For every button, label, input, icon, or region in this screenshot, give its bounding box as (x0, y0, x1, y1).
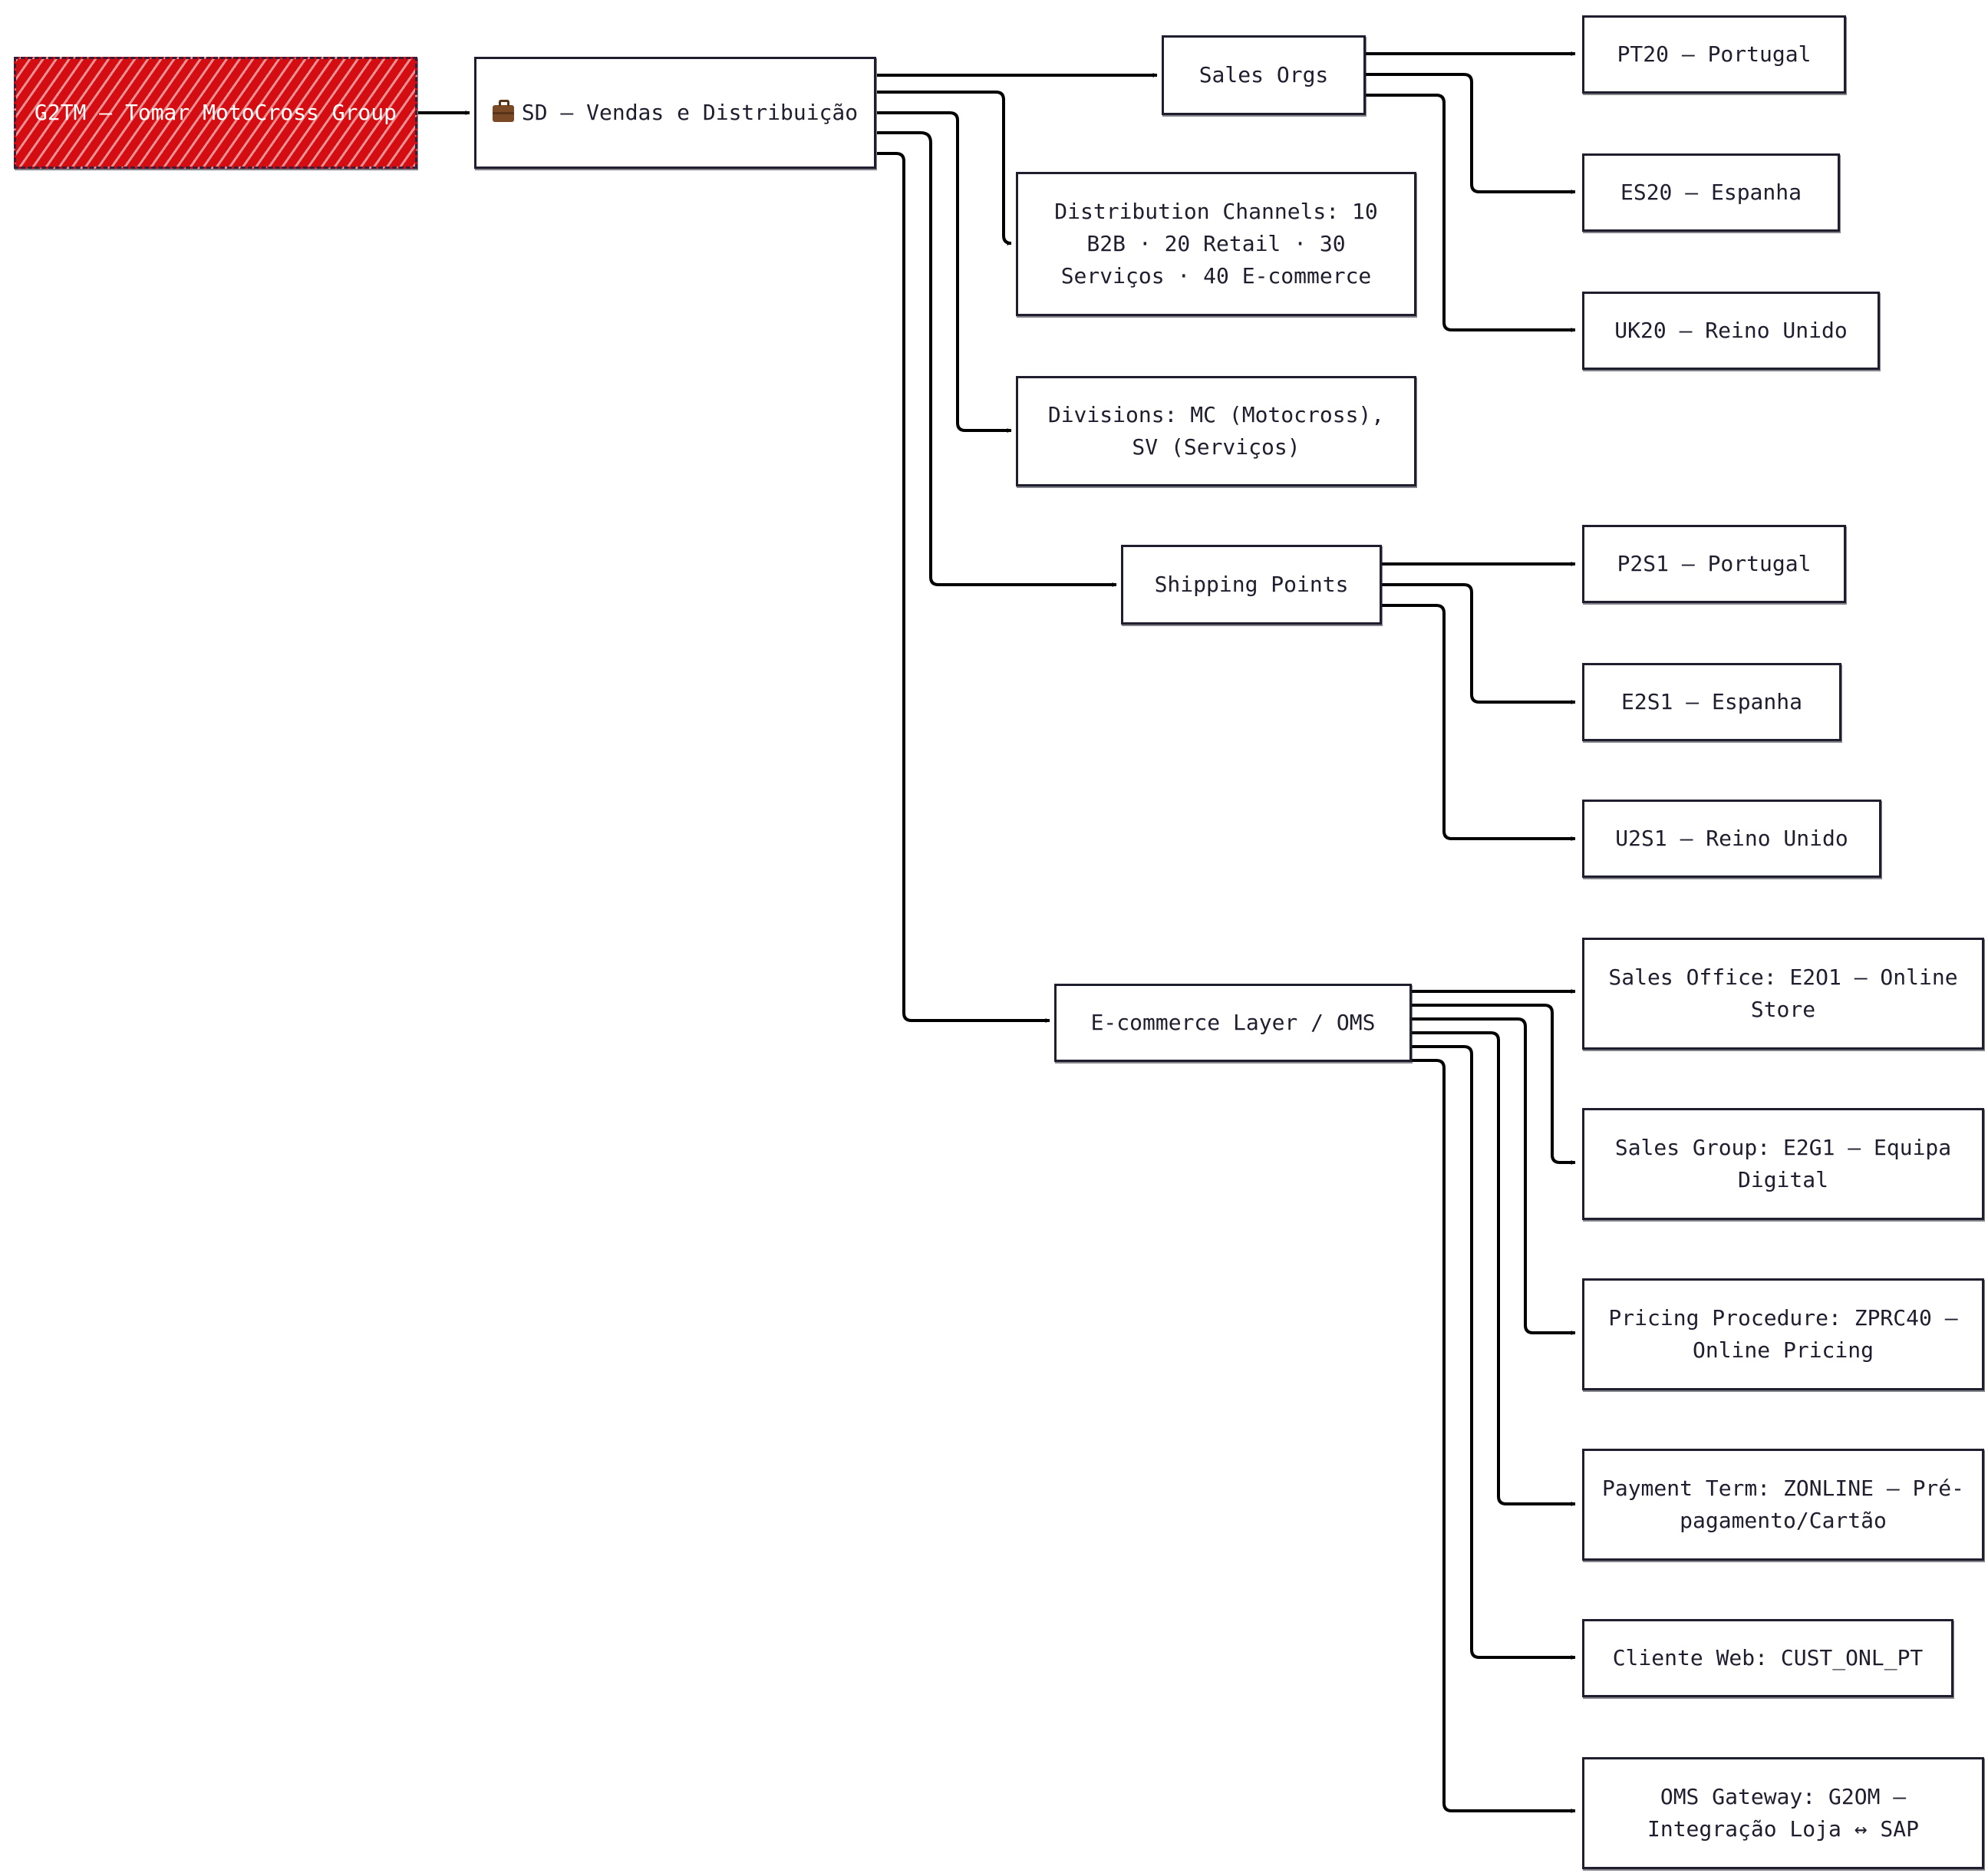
edge-sales-orgs-to-uk20 (1366, 94, 1576, 332)
root-node-label: G2TM – Tomar MotoCross Group (34, 100, 397, 125)
node-sales-org-label: UK20 – Reino Unido (1614, 318, 1848, 343)
edge-ecommerce-to-payment-term (1410, 1031, 1576, 1506)
edge-ecommerce-to-sales-group (1410, 1004, 1576, 1165)
node-sales-org-uk20[interactable]: UK20 – Reino Unido (1582, 292, 1880, 370)
node-ecommerce-item-label: Sales Group: E2G1 – Equipa Digital (1614, 1135, 1952, 1192)
node-shipping-point-label: P2S1 – Portugal (1617, 551, 1812, 576)
edge-ecommerce-to-pricing (1410, 1017, 1576, 1335)
node-sales-orgs[interactable]: Sales Orgs (1162, 35, 1366, 115)
node-sales-org-label: PT20 – Portugal (1617, 41, 1812, 67)
node-shipping-point-label: U2S1 – Reino Unido (1615, 826, 1848, 851)
node-distribution-channels[interactable]: Distribution Channels: 10 B2B · 20 Retai… (1016, 172, 1416, 316)
node-divisions-label: Divisions: MC (Motocross), SV (Serviços) (1047, 402, 1385, 460)
node-ecommerce-item-label: Pricing Procedure: ZPRC40 – Online Prici… (1608, 1305, 1958, 1363)
node-sales-group[interactable]: Sales Group: E2G1 – Equipa Digital (1582, 1108, 1984, 1220)
edges (418, 51, 1576, 1813)
node-shipping-point-u2s1[interactable]: U2S1 – Reino Unido (1582, 800, 1881, 878)
module-node-label: SD – Vendas e Distribuição (492, 97, 858, 129)
edge-sales-orgs-to-es20 (1366, 73, 1576, 194)
node-payment-term[interactable]: Payment Term: ZONLINE – Pré-pagamento/Ca… (1582, 1449, 1984, 1561)
node-sales-org-pt20[interactable]: PT20 – Portugal (1582, 15, 1846, 94)
module-node-sd[interactable]: SD – Vendas e Distribuição (474, 57, 876, 169)
edge-shipping-to-u2s1 (1381, 604, 1576, 841)
edge-ecommerce-to-cliente-web (1410, 1045, 1576, 1660)
node-sales-org-es20[interactable]: ES20 – Espanha (1582, 153, 1840, 232)
node-ecommerce-item-label: Payment Term: ZONLINE – Pré-pagamento/Ca… (1601, 1476, 1964, 1533)
node-ecommerce-item-label: Cliente Web: CUST_ONL_PT (1612, 1645, 1924, 1670)
node-ecommerce-layer-label: E-commerce Layer / OMS (1090, 1010, 1376, 1035)
node-divisions[interactable]: Divisions: MC (Motocross), SV (Serviços) (1016, 376, 1416, 486)
node-ecommerce-item-label: OMS Gateway: G2OM – Integração Loja ↔ SA… (1647, 1784, 1919, 1842)
node-shipping-point-e2s1[interactable]: E2S1 – Espanha (1582, 663, 1841, 741)
edge-ecommerce-to-oms-gateway (1410, 1059, 1576, 1813)
node-ecommerce-layer[interactable]: E-commerce Layer / OMS (1054, 984, 1412, 1062)
node-ecommerce-item-label: Sales Office: E2O1 – Online Store (1608, 965, 1958, 1022)
edge-sd-to-divisions (877, 111, 1012, 433)
briefcase-icon (492, 100, 514, 122)
node-cliente-web[interactable]: Cliente Web: CUST_ONL_PT (1582, 1619, 1953, 1697)
node-shipping-point-p2s1[interactable]: P2S1 – Portugal (1582, 525, 1846, 603)
node-shipping-points[interactable]: Shipping Points (1121, 545, 1382, 625)
node-distribution-channels-label: Distribution Channels: 10 B2B · 20 Retai… (1054, 199, 1378, 289)
edge-sd-to-ecommerce (877, 152, 1050, 1023)
node-shipping-point-label: E2S1 – Espanha (1620, 689, 1802, 714)
root-node-g2tm[interactable]: G2TM – Tomar MotoCross Group (14, 57, 417, 169)
node-oms-gateway[interactable]: OMS Gateway: G2OM – Integração Loja ↔ SA… (1582, 1757, 1984, 1869)
node-sales-orgs-label: Sales Orgs (1198, 62, 1329, 87)
node-shipping-points-label: Shipping Points (1154, 572, 1349, 597)
node-sales-office[interactable]: Sales Office: E2O1 – Online Store (1582, 938, 1984, 1050)
node-sales-org-label: ES20 – Espanha (1620, 180, 1802, 205)
node-pricing-procedure[interactable]: Pricing Procedure: ZPRC40 – Online Prici… (1582, 1278, 1984, 1390)
edge-sd-to-shipping-points (877, 131, 1117, 587)
edge-shipping-to-e2s1 (1381, 583, 1576, 704)
edge-sd-to-distribution-channels (877, 91, 1012, 246)
